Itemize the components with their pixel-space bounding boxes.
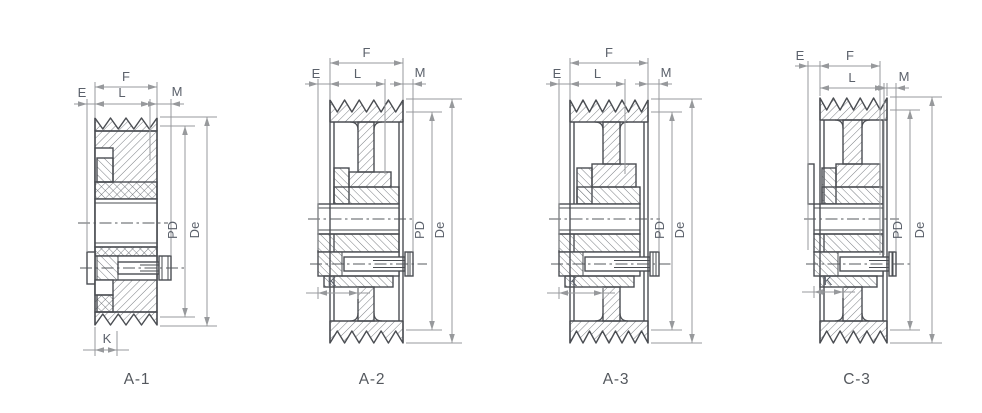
dim-label-m: M <box>661 65 672 80</box>
dim-label-pd: PD <box>412 221 427 239</box>
dim-label-m: M <box>172 84 183 99</box>
dim-label-l: L <box>354 66 361 81</box>
figure-caption-a-2: A-2 <box>359 371 386 388</box>
dim-label-e: E <box>312 66 321 81</box>
dim-label-f: F <box>363 45 371 60</box>
figure-caption-a-3: A-3 <box>603 371 630 388</box>
dim-label-k: K <box>103 331 112 346</box>
dim-label-pd: PD <box>890 221 905 239</box>
dim-label-f: F <box>122 69 130 84</box>
dim-label-pd: PD <box>165 221 180 239</box>
dim-label-l: L <box>848 70 855 85</box>
dim-label-pd: PD <box>652 221 667 239</box>
dim-label-e: E <box>78 85 87 100</box>
dim-label-e: E <box>796 48 805 63</box>
dim-label-k: K <box>824 273 833 288</box>
dim-label-de: De <box>672 222 687 239</box>
figure-a-3: F E L M K PD DeA-3 <box>546 45 702 388</box>
dim-label-l: L <box>594 66 601 81</box>
figure-c-3: E FL M K PD DeC-3 <box>795 48 942 388</box>
dim-label-l: L <box>118 85 125 100</box>
dim-label-de: De <box>187 222 202 239</box>
dim-label-k: K <box>328 274 337 289</box>
dim-label-de: De <box>432 222 447 239</box>
figure-a-2: F E L M K PD DeA-2 <box>305 45 462 388</box>
dim-label-e: E <box>553 66 562 81</box>
dim-label-k: K <box>569 274 578 289</box>
figure-a-1: F E L M K PD DeA-1 <box>74 69 217 388</box>
dim-label-f: F <box>846 48 854 63</box>
figure-caption-a-1: A-1 <box>124 371 151 388</box>
figure-caption-c-3: C-3 <box>843 371 870 388</box>
dim-label-f: F <box>605 45 613 60</box>
dim-label-de: De <box>912 222 927 239</box>
dim-label-m: M <box>899 69 910 84</box>
dim-label-m: M <box>415 65 426 80</box>
